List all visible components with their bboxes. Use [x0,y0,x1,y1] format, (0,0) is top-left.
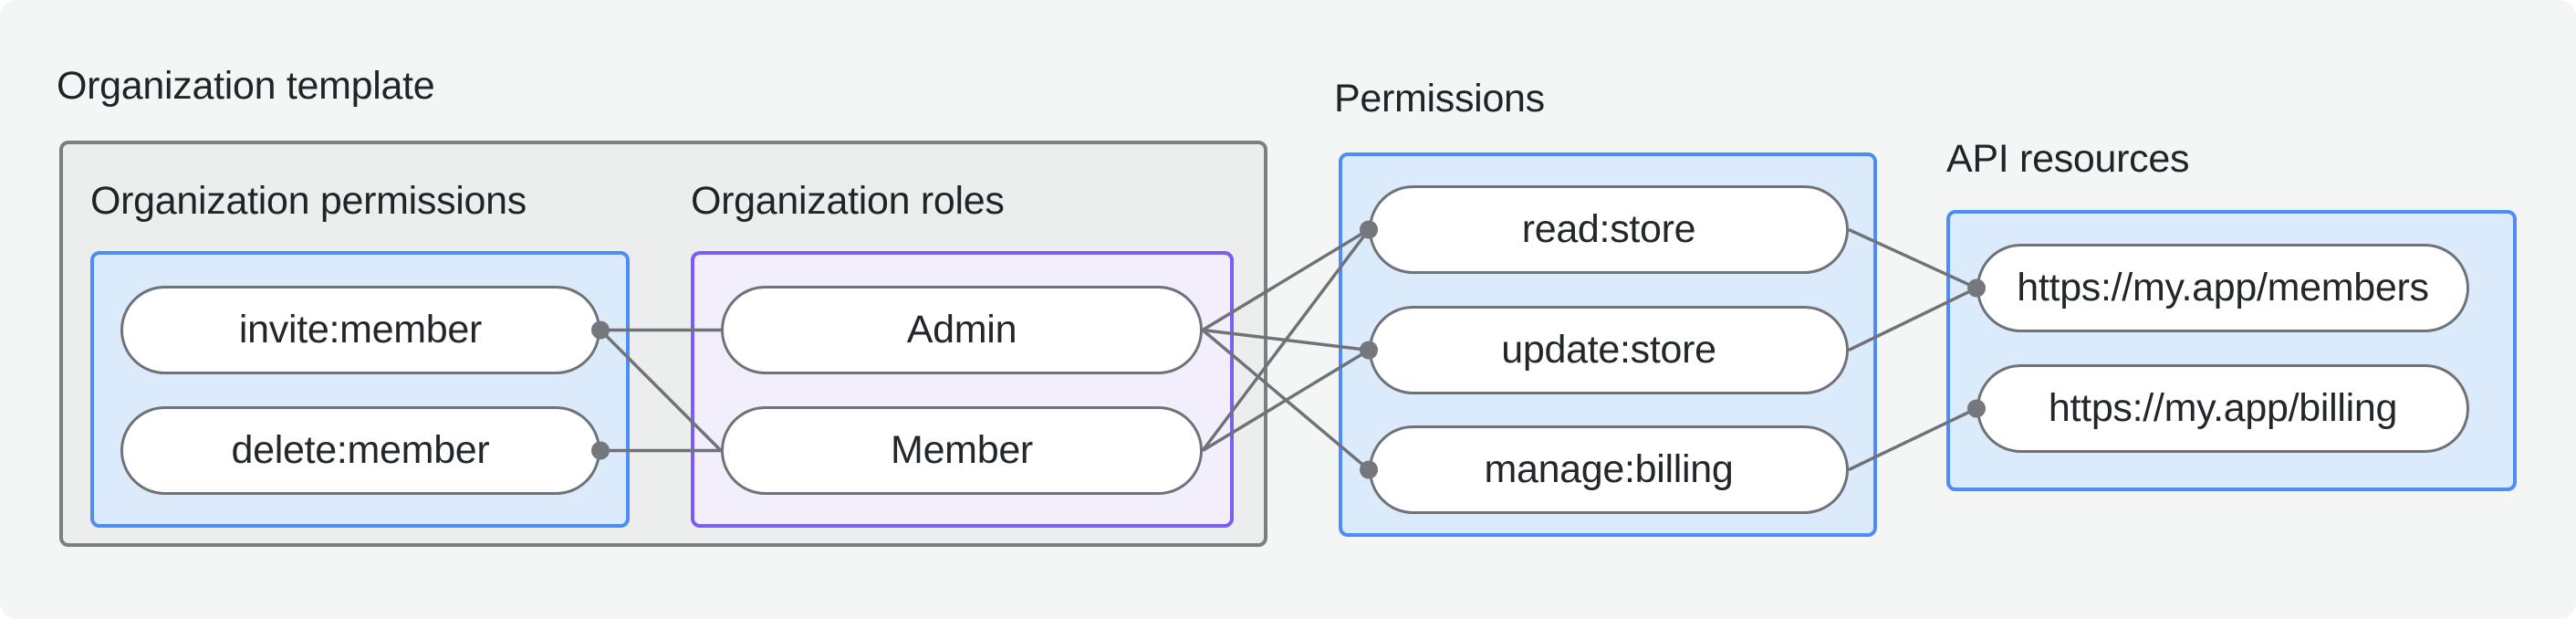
node-invite-member: invite:member [120,286,600,374]
node-delete-member: delete:member [120,406,600,495]
organization-permissions-label: Organization permissions [90,179,527,223]
node-member-role: Member [721,406,1203,495]
permissions-heading: Permissions [1334,77,1545,121]
organization-roles-label: Organization roles [691,179,1005,223]
node-admin-role: Admin [721,286,1203,374]
node-api-members-url: https://my.app/members [1976,244,2469,332]
node-api-billing-url: https://my.app/billing [1976,364,2469,453]
node-read-store: read:store [1369,185,1849,274]
diagram-title: Organization template [57,64,435,108]
node-update-store: update:store [1369,306,1849,394]
node-manage-billing: manage:billing [1369,425,1849,514]
api-resources-heading: API resources [1946,137,2190,181]
